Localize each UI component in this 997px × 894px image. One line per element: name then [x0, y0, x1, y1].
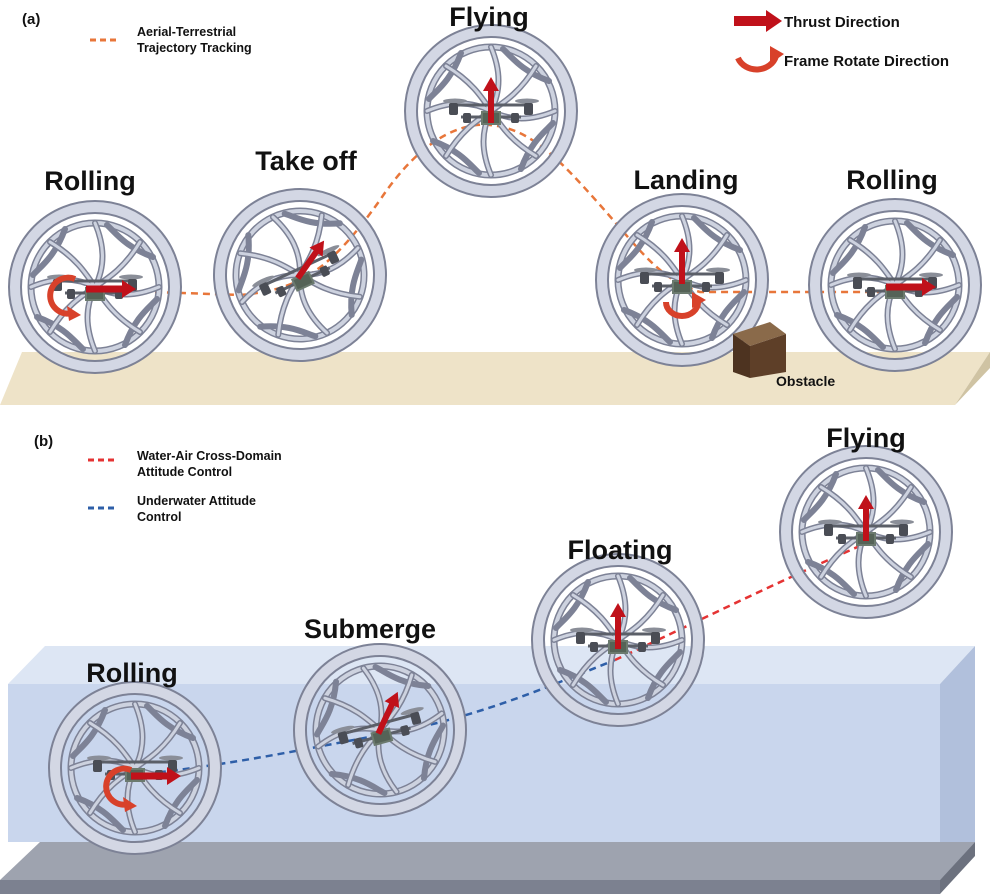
panel-b: (b) Water-Air Cross-Domain Attitude Cont…	[0, 423, 975, 894]
panel-a: (a) Aerial-Terrestrial Trajectory Tracki…	[0, 2, 990, 405]
wheel-rolling-b	[55, 688, 215, 848]
wheel-take-off	[194, 169, 407, 382]
state-label-rolling-b: Rolling	[86, 658, 177, 688]
obstacle-label: Obstacle	[776, 373, 835, 389]
legend-underwater-line2: Control	[137, 510, 181, 524]
state-label-submerge: Submerge	[304, 614, 436, 644]
thrust-direction-icon	[734, 10, 782, 32]
legend-trajectory-line1: Aerial-Terrestrial	[137, 25, 236, 39]
landing-rotate-icon	[663, 292, 706, 319]
obstacle-block	[733, 322, 786, 378]
legend-cross-domain-line2: Attitude Control	[137, 465, 232, 479]
state-label-floating: Floating	[568, 535, 673, 565]
state-label-rolling-left: Rolling	[44, 166, 135, 196]
legend-underwater-line1: Underwater Attitude	[137, 494, 256, 508]
wheel-flying-b	[786, 452, 946, 612]
ground-slab	[0, 352, 990, 405]
state-label-flying-a: Flying	[449, 2, 529, 32]
panel-b-label: (b)	[34, 433, 53, 450]
wheel-rolling-left	[15, 207, 175, 367]
state-label-flying-b: Flying	[826, 423, 906, 453]
wheel-floating	[538, 560, 698, 720]
wheel-rolling-right	[815, 205, 975, 365]
legend-trajectory-line2: Trajectory Tracking	[137, 41, 252, 55]
seabed	[0, 842, 975, 894]
panel-a-label: (a)	[22, 11, 40, 28]
state-label-take-off: Take off	[255, 146, 358, 176]
state-label-rolling-right: Rolling	[846, 165, 937, 195]
frame-rotate-icon	[735, 46, 784, 73]
legend-b: Water-Air Cross-Domain Attitude Control …	[88, 449, 282, 524]
wheel-flying-a	[411, 31, 571, 191]
legend-thrust-label: Thrust Direction	[784, 14, 900, 31]
state-label-landing: Landing	[634, 165, 739, 195]
legend-a: Aerial-Terrestrial Trajectory Tracking T…	[90, 10, 949, 73]
wheel-landing	[602, 200, 762, 360]
legend-cross-domain-line1: Water-Air Cross-Domain	[137, 449, 282, 463]
legend-rotate-label: Frame Rotate Direction	[784, 53, 949, 70]
